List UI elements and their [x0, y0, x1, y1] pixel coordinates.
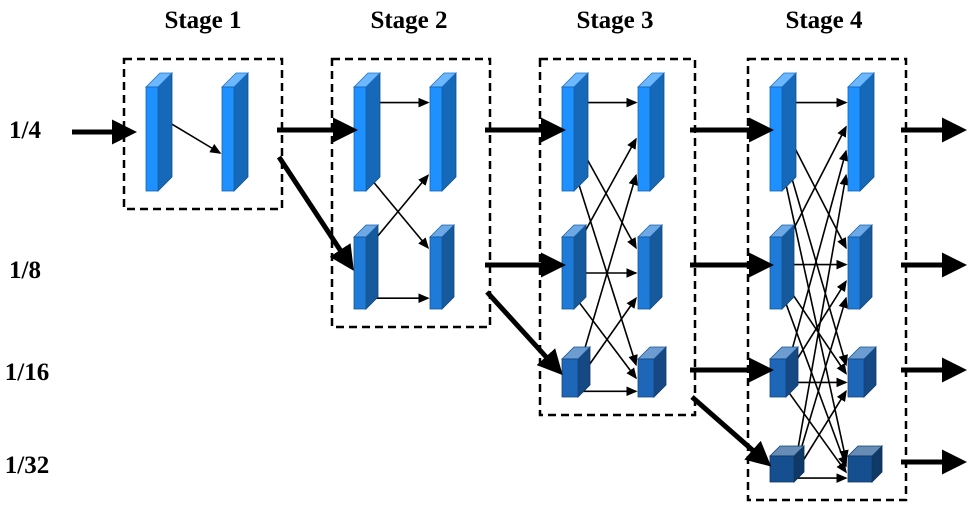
block-stage4-res1-out	[847, 224, 873, 310]
stage-arrows	[72, 117, 968, 475]
block-stage1-res0-in	[145, 72, 173, 192]
stage-4-title: Stage 4	[785, 7, 863, 34]
fusion-arrow-s3-1-2	[575, 297, 637, 380]
block-stage2-res0-out	[429, 72, 457, 192]
block-stage3-res1-in	[561, 224, 587, 310]
fusion-arrow-s4-2-3	[787, 390, 847, 474]
fusion-arrow-s4-0-3	[783, 175, 849, 462]
stage-2-box	[330, 57, 492, 329]
fusion-arrow-s3-2-0	[579, 173, 638, 365]
fusion-arrow-s4-3-0	[795, 173, 850, 461]
block-stage4-res0-in	[769, 72, 797, 192]
stage-2-title: Stage 2	[370, 7, 447, 34]
stage2-downsample-arrow	[485, 290, 563, 376]
feature-blocks	[145, 72, 883, 483]
stage-3-box	[538, 57, 697, 417]
fusion-arrow-s4-3-1	[795, 296, 848, 467]
block-stage4-res3-in	[769, 445, 805, 483]
fusion-connections	[159, 97, 850, 483]
resolution-label-1-8: 1/8	[9, 257, 41, 284]
block-stage4-res2-out	[847, 346, 877, 398]
fusion-arrow-s3-0-2	[575, 175, 638, 367]
block-stage3-res2-out	[637, 346, 667, 398]
block-stage4-res1-in	[769, 224, 795, 310]
stage-1-title: Stage 1	[164, 7, 241, 34]
stage-4-box	[746, 57, 908, 502]
block-stage3-res0-out	[637, 72, 665, 192]
block-stage1-res0-out	[221, 72, 249, 192]
block-stage3-res0-in	[561, 72, 589, 192]
resolution-label-1-16: 1/16	[5, 359, 49, 386]
resolution-label-1-4: 1/4	[9, 117, 41, 144]
stage3-downsample-arrow	[690, 395, 772, 467]
block-stage2-res1-out	[429, 224, 455, 310]
stage1-downsample-arrow	[276, 155, 354, 271]
block-stage2-res1-in	[353, 224, 379, 310]
stage-3-title: Stage 3	[576, 7, 653, 34]
fusion-arrow-s4-2-0	[787, 149, 849, 365]
block-stage2-res0-in	[353, 72, 381, 192]
resolution-label-1-32: 1/32	[5, 452, 49, 479]
block-stage3-res2-in	[561, 346, 591, 398]
block-stage4-res2-in	[769, 346, 799, 398]
block-stage3-res1-out	[637, 224, 663, 310]
fusion-arrow-s4-0-2	[783, 150, 848, 367]
block-stage4-res3-out	[847, 445, 883, 483]
block-stage4-res0-out	[847, 72, 875, 192]
